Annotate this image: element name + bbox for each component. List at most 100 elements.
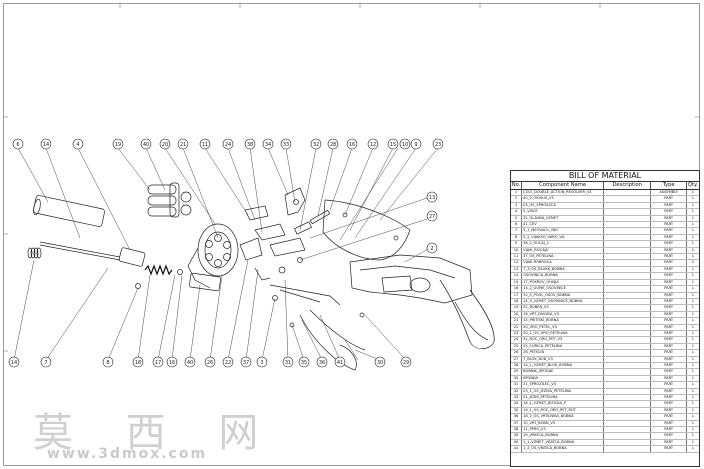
callout-label: 41 <box>337 360 343 366</box>
trigger-guard-part <box>269 284 366 371</box>
bom-cell-no: 25 <box>511 343 523 351</box>
callout-circle <box>387 138 399 150</box>
cylinder-part <box>187 223 239 289</box>
bom-cell-no: 12 <box>511 259 523 267</box>
bom-cell-type: PART <box>650 266 687 274</box>
callout-circle <box>222 356 234 368</box>
bom-cell-name: 21_JEZIK_PETELINA <box>521 394 604 402</box>
bom-cell-no: 30 <box>511 375 523 383</box>
callout-circle <box>244 138 256 150</box>
bom-cell-no: 13 <box>511 266 523 274</box>
bom-cell-qty: 1 <box>686 381 699 389</box>
bom-cell-no: 27 <box>511 356 523 364</box>
small-parts-cluster <box>135 205 365 328</box>
callout-label: 23 <box>435 142 441 148</box>
bom-cell-qty: 1 <box>686 426 699 434</box>
bom-cell-name: 32_GLAVNA_VZMET <box>521 215 604 223</box>
bom-cell-qty: 1 <box>686 362 699 370</box>
callout-label: 2 <box>430 246 433 252</box>
bom-cell-name: 14_3_VZMET_OSOVINICE_BOBNA <box>521 298 604 306</box>
bom-cell-qty: 1 <box>686 189 699 197</box>
bom-cell-no: 28 <box>511 362 523 370</box>
bom-cell-no: 4 <box>511 208 523 216</box>
watermark-url: www.3dmox.com <box>47 446 208 462</box>
bom-header-qty: Qty. <box>686 182 699 190</box>
callout-label: 18 <box>135 360 141 366</box>
bom-cell-type: PART <box>650 336 687 344</box>
bom-cell-description <box>603 253 652 261</box>
bom-cell-type: PART <box>650 234 687 242</box>
bom-cell-qty: 1 <box>686 343 699 351</box>
callout-circle <box>316 356 328 368</box>
callout-circle <box>159 138 171 150</box>
bom-cell-description <box>603 349 652 357</box>
callout-label: 13 <box>429 195 435 201</box>
bom-cell-type: PART <box>650 304 687 312</box>
bom-cell-name: 14_2_GUME_OSOVINICE <box>521 285 604 293</box>
bom-cell-name: BOBNIK_SPODAE <box>521 368 604 376</box>
bom-cell-type: PART <box>650 432 687 440</box>
bom-cell-name: 37_OS_PETELINA <box>521 253 604 261</box>
bom-cell-type: PART <box>650 445 687 453</box>
bom-cell-qty: 1 <box>686 407 699 415</box>
bom-cell-no: 35 <box>511 407 523 415</box>
callout-circle <box>310 138 322 150</box>
callout-label: 11 <box>202 142 208 148</box>
bom-cell-description <box>603 394 652 402</box>
watermark-chinese: 莫 西 网 <box>33 410 279 456</box>
bom-cell-qty: 1 <box>686 349 699 357</box>
callout-circle <box>298 356 310 368</box>
bom-header-name: Component Name <box>521 182 604 190</box>
bom-cell-no: 32 <box>511 388 523 396</box>
bom-cell-qty: 1 <box>686 330 699 338</box>
bom-cell-no: 39 <box>511 432 523 440</box>
bom-cell-no: 14 <box>511 272 523 280</box>
bom-cell-description <box>603 336 652 344</box>
bom-cell-name: 23_1_OS_JEZIKA_PETELINA <box>521 388 604 396</box>
bom-cell-qty: 1 <box>686 439 699 447</box>
bom-cell-description <box>603 388 652 396</box>
bom-cell-description <box>603 279 652 287</box>
hammer-part <box>284 187 306 216</box>
bom-cell-no: 16 <box>511 285 523 293</box>
bom-cell-description <box>603 234 652 242</box>
callout-label: 36 <box>319 360 325 366</box>
bom-cell-type: PART <box>650 368 687 376</box>
callout-circle <box>282 356 294 368</box>
bom-cell-qty: 1 <box>686 388 699 396</box>
callout-circle <box>240 356 252 368</box>
bom-cell-qty: 1 <box>686 394 699 402</box>
bom-cell-no: 33 <box>511 394 523 402</box>
callout-label: 12 <box>370 142 376 148</box>
bom-cell-qty: 1 <box>686 304 699 312</box>
bom-cell-description <box>603 330 652 338</box>
bom-cell-qty: 1 <box>686 413 699 421</box>
callout-label: 6 <box>16 142 19 148</box>
bom-cell-type: PART <box>650 292 687 299</box>
bom-cell-no: 1 <box>511 189 523 197</box>
bom-cell-name: 41_CEV <box>521 221 604 229</box>
callout-label: 26 <box>207 360 213 366</box>
bom-cell-no: 31 <box>511 381 523 389</box>
bom-cell-description <box>603 266 652 274</box>
bom-cell-no: 20 <box>511 311 523 319</box>
bom-cell-type: PART <box>650 240 687 248</box>
bom-cell-qty: 1 <box>686 298 699 306</box>
bom-cell-name: 7_BLOK_BOB_V3 <box>521 356 604 364</box>
bom-cell-qty: 1 <box>686 215 699 223</box>
bom-cell-no: 8 <box>511 234 523 242</box>
bom-cell-qty: 1 <box>686 208 699 216</box>
callout-circle <box>152 356 164 368</box>
bom-cell-name: 18_1_VZMET_JEZICKA_P <box>521 400 604 408</box>
bom-cell-qty: 1 <box>686 356 699 364</box>
